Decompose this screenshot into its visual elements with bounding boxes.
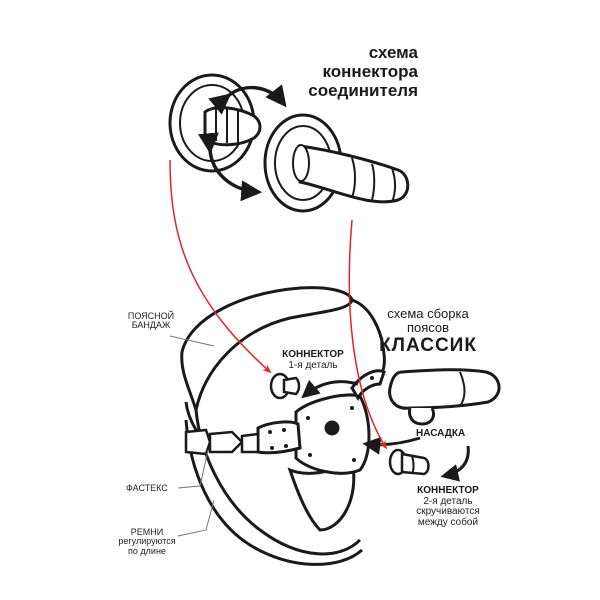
- label-connector-1-detail: 1-я деталь: [288, 359, 338, 371]
- harness-pad: [294, 393, 371, 475]
- label-straps: РЕМНИ регулируются по длине: [112, 527, 182, 556]
- label-straps-line-2: регулируются: [118, 536, 176, 547]
- label-connector-2-line-2: 2-я деталь: [423, 495, 473, 507]
- label-waist-band: ПОЯСНОЙ БАНДАЖ: [120, 311, 182, 331]
- label-fastex: ФАСТЕКС: [126, 483, 168, 493]
- title-line-1: схема: [368, 43, 418, 62]
- rotation-arrows: [198, 84, 287, 202]
- leader-lines: [169, 335, 215, 537]
- title-line-3: соединителя: [308, 81, 418, 100]
- label-attachment: НАСАДКА: [416, 428, 466, 439]
- connector-part-2-small: [388, 448, 430, 476]
- diagram-title: схема коннектора соединителя: [300, 43, 418, 100]
- right-strap: [350, 369, 386, 402]
- attachment-dildo: [388, 368, 501, 426]
- label-straps-line-3: по длине: [128, 545, 166, 556]
- label-waist-band-line-2: БАНДАЖ: [131, 320, 171, 331]
- assembly-title-line-1: схема сборка: [387, 306, 469, 321]
- connector-part-2-large: [263, 113, 410, 213]
- label-connector-2-line-4: между собой: [417, 516, 479, 528]
- label-connector-2-line-3: скручиваются: [416, 506, 480, 517]
- label-connector-1-name: КОННЕКТОР: [282, 349, 344, 360]
- assembly-title: схема сборка поясов КЛАССИК: [378, 307, 478, 357]
- label-connector-1: КОННЕКТОР 1-я деталь: [268, 349, 358, 371]
- assembly-title-line-2: поясов: [406, 320, 450, 335]
- assembly-title-line-3: КЛАССИК: [379, 335, 477, 356]
- label-straps-line-1: РЕМНИ: [130, 527, 164, 537]
- label-connector-2-name: КОННЕКТОР: [417, 485, 479, 496]
- side-strap: [256, 420, 302, 455]
- connector-part-1-small: [269, 372, 301, 400]
- fastex-buckle: [184, 428, 260, 456]
- assembly-arrows: [301, 379, 470, 482]
- label-connector-2: КОННЕКТОР 2-я деталь скручиваются между …: [402, 485, 494, 528]
- red-guide-lines: [169, 159, 387, 450]
- label-waist-band-line-1: ПОЯСНОЙ: [127, 311, 175, 321]
- title-line-2: коннектора: [322, 62, 419, 81]
